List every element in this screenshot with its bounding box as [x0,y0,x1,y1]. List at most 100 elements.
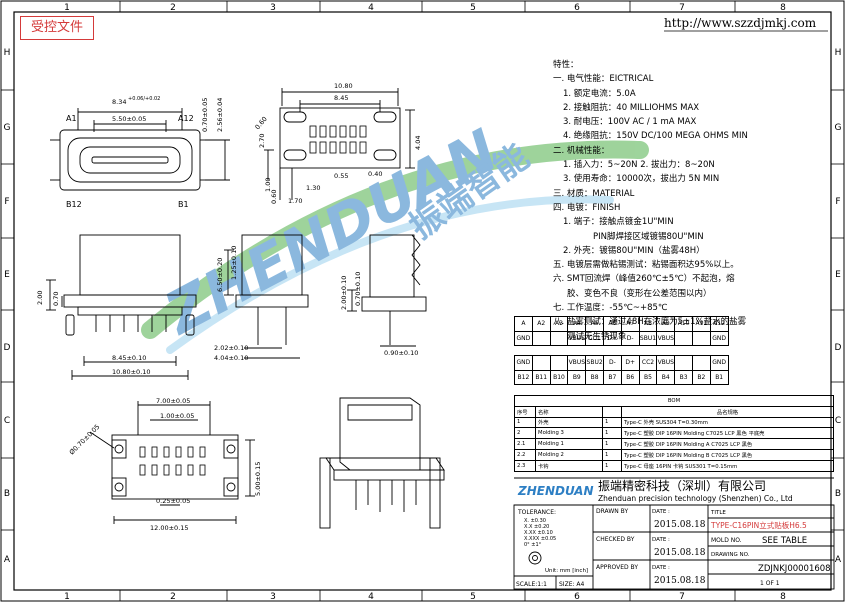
row-label: D [4,343,11,353]
pin-cell: B5 [638,369,658,385]
tolerance-row: X.XXX ±0.05 [524,536,556,542]
dim-label: 1.25±0.10 [230,246,238,280]
pin-cell: VBUS [567,355,587,371]
footprint-pad [359,141,367,154]
footprint-slot [373,149,397,161]
spec-line: 4. 绝缘阻抗：150V DC/100 MEGA OHMS MIN [563,131,748,142]
pin-cell: B9 [567,369,587,385]
bom-cell: 1 [514,416,536,429]
title-block-text: ZHENDUAN 振端精密科技（深圳）有限公司 Zhenduan precisi… [516,478,831,588]
pin-cell: A [514,316,533,332]
pin-cell: GND [514,330,533,346]
watermark-swoosh-green [141,140,649,339]
pin-cell: D+ [602,330,622,346]
footprint-slot [283,111,307,123]
bottom-pad [163,446,170,458]
size-label: SIZE: A4 [559,581,585,588]
pin-cell: VBUS [656,355,676,371]
dim-tolerance: +0.06/+0.02 [128,96,160,102]
pin-cell: D+ [620,355,640,371]
bom-header-cell: 名称 [535,405,603,418]
footprint-pad [349,141,357,154]
iso-leg [319,457,331,529]
footprint-pad [309,141,317,154]
bottom-view-pad [111,439,127,459]
dim-label: 0.70 [52,292,60,306]
dim-label: Ø0.70±0.05 [68,423,102,457]
bottom-pad [175,464,182,476]
footprint-pads [139,125,367,476]
footprint-pad [309,125,317,138]
dim-label: 0.40 [368,170,382,178]
dim-label: 0.60 [253,115,268,131]
row-label: H [4,48,11,58]
pin-cell: SBU1 [638,330,658,346]
pin-cell [549,355,569,371]
sheet-number: 1 OF 1 [760,580,780,587]
dim-label: 1.00 [264,178,272,192]
row-label: H [835,48,842,58]
pin-cell: D- [620,330,640,346]
date-label: DATE : [652,509,670,515]
row-label: C [835,416,841,426]
bottom-view-hole [114,444,124,454]
watermark-brand: ZHENDUAN [153,116,509,348]
dim-label: 1.30 [306,184,320,192]
pin-cell: A6 [602,316,622,332]
bottom-pad [139,464,146,476]
pin-cell: CC2 [638,355,658,371]
row-label: B [4,489,10,499]
bom-header-cell [602,405,622,418]
bottom-view-pad [111,477,127,497]
date-value: 2015.08.18 [654,576,706,586]
pin-cell: A5 [585,316,604,332]
col-label: 8 [780,3,786,13]
row-label: E [4,270,10,280]
drawn-by-label: DRAWN BY [596,508,628,515]
dim-label: 5.00±0.15 [254,462,262,496]
pin-cell [531,330,551,346]
dim-label: 0.25±0.05 [156,497,190,505]
bottom-view-pad [223,477,239,497]
website-url[interactable]: http://www.szzdjmkj.com [664,16,817,30]
spec-line: 3. 耐电压：100V AC / 1 mA MAX [563,117,697,128]
pin-cell: A11 [691,316,711,332]
pin-cell: A12 [709,316,729,332]
bom-title: BOM [514,395,834,407]
pin-cell: B4 [656,369,676,385]
scale-label: SCALE:1:1 [516,581,547,588]
row-label: E [835,270,841,280]
bottom-pad [199,446,206,458]
bottom-view-outline [111,434,239,500]
spec-line: 1. 端子：接触点镀金1U"MIN [563,217,674,228]
drawing-lines [46,88,835,590]
footprint-pad [349,125,357,138]
pin-cell: A2 [531,316,551,332]
dim-label: 4.04±0.10 [214,354,248,362]
col-label: 3 [270,592,276,602]
col-label: 4 [368,592,374,602]
spec-line: 1. 插入力：5~20N 2. 拔出力：8~20N [563,160,715,171]
bom-cell: Molding 3 [535,427,603,440]
projection-symbol [528,551,542,565]
footprint-pad [319,125,327,138]
bom-cell: 1 [602,416,622,429]
bottom-pad [151,464,158,476]
company-name-cn: 振端精密科技（深圳）有限公司 [598,478,766,493]
bom-cell: Type-C 塑胶 DIP 16PIN Molding B C7025 LCP … [621,448,834,461]
end-view-base [235,294,309,308]
dim-label: 6.50±0.20 [216,258,224,292]
row-label: A [4,555,11,565]
pin-cell [674,330,693,346]
row-label: G [835,123,842,133]
bom-cell: Molding 2 [535,448,603,461]
row-label: D [835,343,842,353]
pin-cell: A4 [567,316,587,332]
pin-cell: B7 [602,369,622,385]
pin-cell: B2 [691,369,711,385]
